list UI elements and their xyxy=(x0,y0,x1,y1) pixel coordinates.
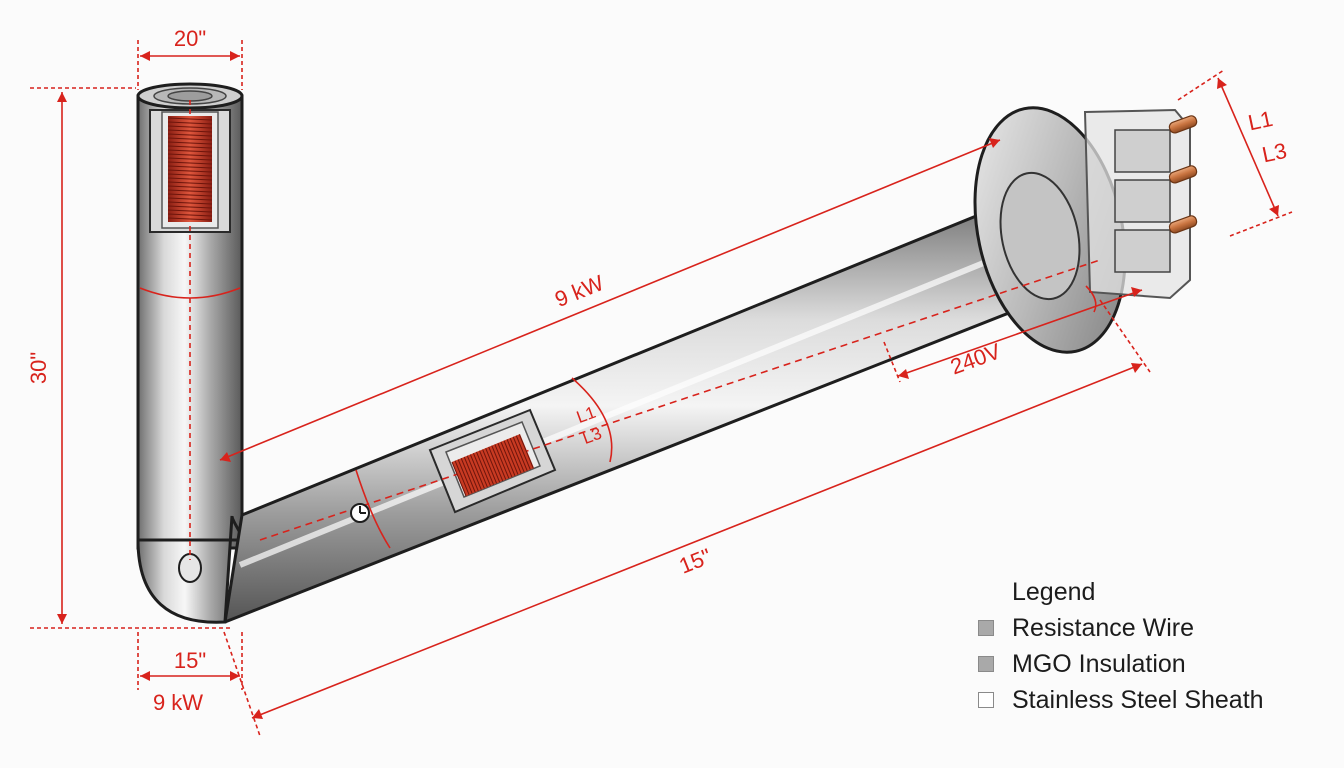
coil-turn xyxy=(469,454,485,489)
coil-turn xyxy=(167,157,213,161)
coil-turn xyxy=(167,121,213,125)
coil-turn xyxy=(497,442,513,478)
dim-long-power: 9 kW xyxy=(551,270,607,312)
coil-turn xyxy=(476,451,491,487)
coil-turn xyxy=(488,446,504,482)
coil-turn xyxy=(518,434,534,469)
coil-turn xyxy=(167,137,213,141)
coil-turn xyxy=(167,201,213,205)
coil-turn xyxy=(167,181,213,185)
coil-turn xyxy=(167,185,213,189)
coil-turn xyxy=(472,452,488,488)
coil-turn xyxy=(167,189,213,193)
dim-voltage: 240V xyxy=(947,338,1004,379)
coil-turn xyxy=(167,129,213,133)
legend-label: Stainless Steel Sheath xyxy=(1012,685,1264,714)
resistance-coil-diagonal xyxy=(451,434,534,497)
coil-turn xyxy=(512,436,528,471)
coil-turn xyxy=(167,141,213,145)
dim-phase-l1: L1 xyxy=(1246,106,1275,136)
coil-turn xyxy=(451,461,467,497)
legend-item-mgo-insulation: MGO Insulation xyxy=(978,646,1318,682)
coil-turn xyxy=(167,149,213,153)
coil-turn xyxy=(167,197,213,201)
thermo-symbol xyxy=(350,503,370,523)
dim-bottom-width: 15" xyxy=(174,648,206,673)
coil-turn xyxy=(167,177,213,181)
coil-turn xyxy=(167,217,213,221)
legend-label: MGO Insulation xyxy=(1012,649,1186,678)
coil-turn xyxy=(167,173,213,177)
coil-turn xyxy=(491,445,507,480)
drain-hole xyxy=(178,553,202,583)
coil-turn xyxy=(167,145,213,149)
terminal-box xyxy=(1083,108,1191,300)
coil-turn xyxy=(454,460,470,495)
resistance-coil-vertical xyxy=(167,116,213,222)
legend: Legend Resistance Wire MGO Insulation St… xyxy=(978,574,1318,718)
coil-turn xyxy=(167,193,213,197)
coil-turn xyxy=(167,213,213,217)
dim-top-width: 20" xyxy=(174,26,206,51)
coil-turn xyxy=(515,435,531,470)
coil-body xyxy=(168,116,212,222)
coil-turn xyxy=(460,458,476,493)
legend-swatch xyxy=(978,692,994,708)
legend-item-resistance-wire: Resistance Wire xyxy=(978,610,1318,646)
coil-turn xyxy=(167,125,213,129)
coil-turn xyxy=(167,165,213,169)
coil-turn xyxy=(463,456,479,492)
copper-terminals xyxy=(1168,115,1198,234)
dim-bottom-power: 9 kW xyxy=(153,690,203,715)
legend-label: Resistance Wire xyxy=(1012,613,1194,642)
dim-long-length: 15" xyxy=(676,543,715,578)
legend-item-stainless-steel-sheath: Stainless Steel Sheath xyxy=(978,682,1318,718)
coil-turn xyxy=(167,133,213,137)
coil-turn xyxy=(167,161,213,165)
coil-turn xyxy=(494,444,510,479)
coil-turn xyxy=(509,437,525,473)
coil-turn xyxy=(482,449,498,484)
coil-turn xyxy=(479,450,495,485)
coil-turn xyxy=(457,459,473,494)
coil-turn xyxy=(167,153,213,157)
coil-turn xyxy=(167,205,213,209)
coil-turn xyxy=(503,440,519,475)
coil-turn xyxy=(167,117,213,121)
coil-turn xyxy=(485,447,501,483)
arrowheads xyxy=(57,51,1279,719)
legend-swatch xyxy=(978,656,994,672)
coil-turn xyxy=(167,169,213,173)
coil-turn xyxy=(506,439,522,474)
coil-turn xyxy=(500,441,516,477)
dim-left-height: 30" xyxy=(26,352,51,384)
dim-phase-l3: L3 xyxy=(1260,138,1289,168)
legend-swatch xyxy=(978,620,994,636)
coil-turn xyxy=(167,209,213,213)
coil-turn xyxy=(466,455,482,490)
legend-title: Legend xyxy=(1012,578,1096,606)
